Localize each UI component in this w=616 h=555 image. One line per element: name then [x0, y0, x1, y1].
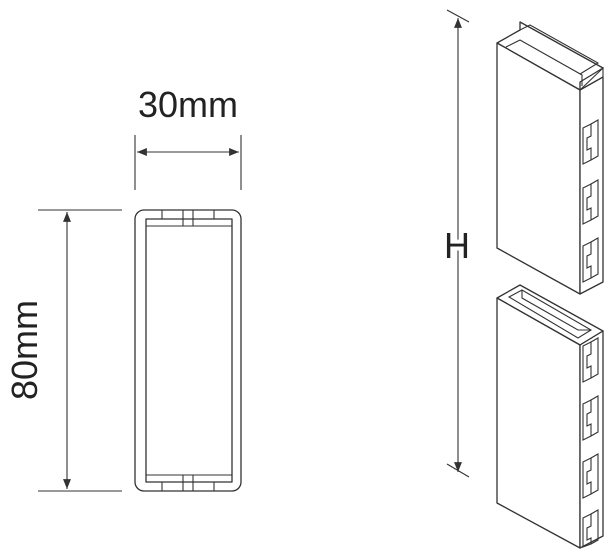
width-dimension	[134, 135, 242, 190]
height-dimension	[38, 209, 122, 492]
height-label: 80mm	[4, 300, 45, 400]
width-label: 30mm	[138, 84, 238, 125]
upright-height-label: H	[444, 225, 470, 266]
cross-section-view	[134, 209, 242, 492]
upright-lower-piece	[496, 284, 604, 549]
upright-height-dimension	[446, 9, 470, 478]
upright-upper-piece	[496, 21, 604, 295]
